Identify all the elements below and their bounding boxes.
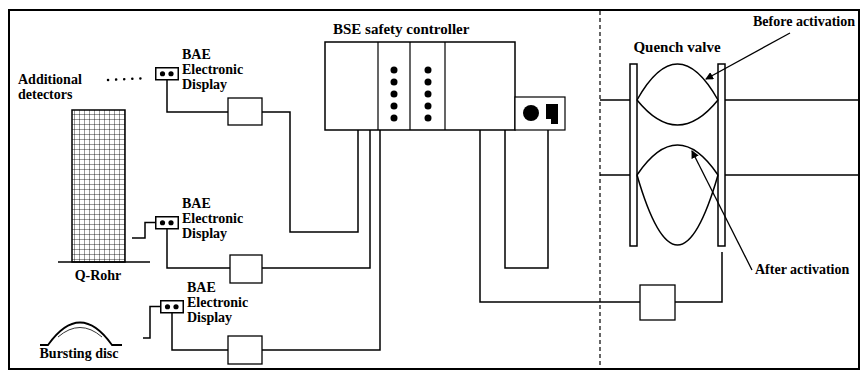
outer-frame [9, 10, 859, 369]
signal-wire [172, 130, 380, 350]
signal-wire [143, 307, 160, 339]
valve-membrane [637, 175, 718, 245]
node-title: BSE safety controller [333, 22, 469, 37]
quench-valve: Quench valve [622, 40, 732, 252]
signal-wire [480, 130, 722, 302]
panel-plug [546, 104, 558, 124]
valve-membrane [637, 100, 718, 125]
bursting-disc: Bursting disc [15, 316, 143, 366]
device-label: BAE Electronic Display [187, 280, 267, 325]
display-icon [155, 216, 179, 243]
q-rohr: Q-Rohr [64, 108, 132, 288]
junction-box [228, 98, 262, 125]
valve-membrane [637, 64, 718, 100]
controller-housing [325, 42, 515, 130]
disc-shading [58, 328, 102, 338]
pipe-lines [600, 100, 859, 175]
dotted-link [108, 78, 148, 80]
node-title: Bursting disc [15, 346, 143, 361]
node-title: Quench valve [622, 40, 732, 55]
state-label: Before activation [753, 14, 855, 29]
valve-flange [630, 64, 637, 246]
controller-slots [378, 42, 445, 130]
state-label: After activation [755, 262, 855, 277]
ground-line [58, 261, 150, 263]
divider-line [599, 11, 600, 368]
panel-knob [523, 105, 539, 121]
node-title: Q-Rohr [64, 268, 132, 283]
valve-flange [718, 64, 725, 246]
safety-controller: BSE safety controller [325, 22, 565, 130]
device-label: BAE Electronic Display [182, 47, 262, 92]
valve-membrane [637, 145, 718, 175]
junction-box [230, 255, 262, 283]
display-unit: BAE Electronic Display [155, 196, 265, 243]
display-icon [160, 300, 184, 327]
controller-panel [515, 97, 565, 130]
device-label: BAE Electronic Display [182, 196, 262, 241]
detector-note: Additional detectors [18, 72, 103, 102]
signal-wire [132, 223, 155, 239]
junction-box [640, 285, 675, 320]
leader-arrow [692, 151, 752, 270]
display-unit: BAE Electronic Display [155, 47, 265, 94]
controller-loop-wire [505, 130, 548, 268]
display-icon [155, 67, 179, 94]
signal-wire [167, 130, 370, 268]
status-leds [391, 67, 432, 122]
bursting-disc-figure [40, 323, 122, 346]
display-unit: BAE Electronic Display [160, 280, 270, 327]
junction-box [228, 336, 262, 364]
q-rohr-figure [72, 110, 125, 262]
